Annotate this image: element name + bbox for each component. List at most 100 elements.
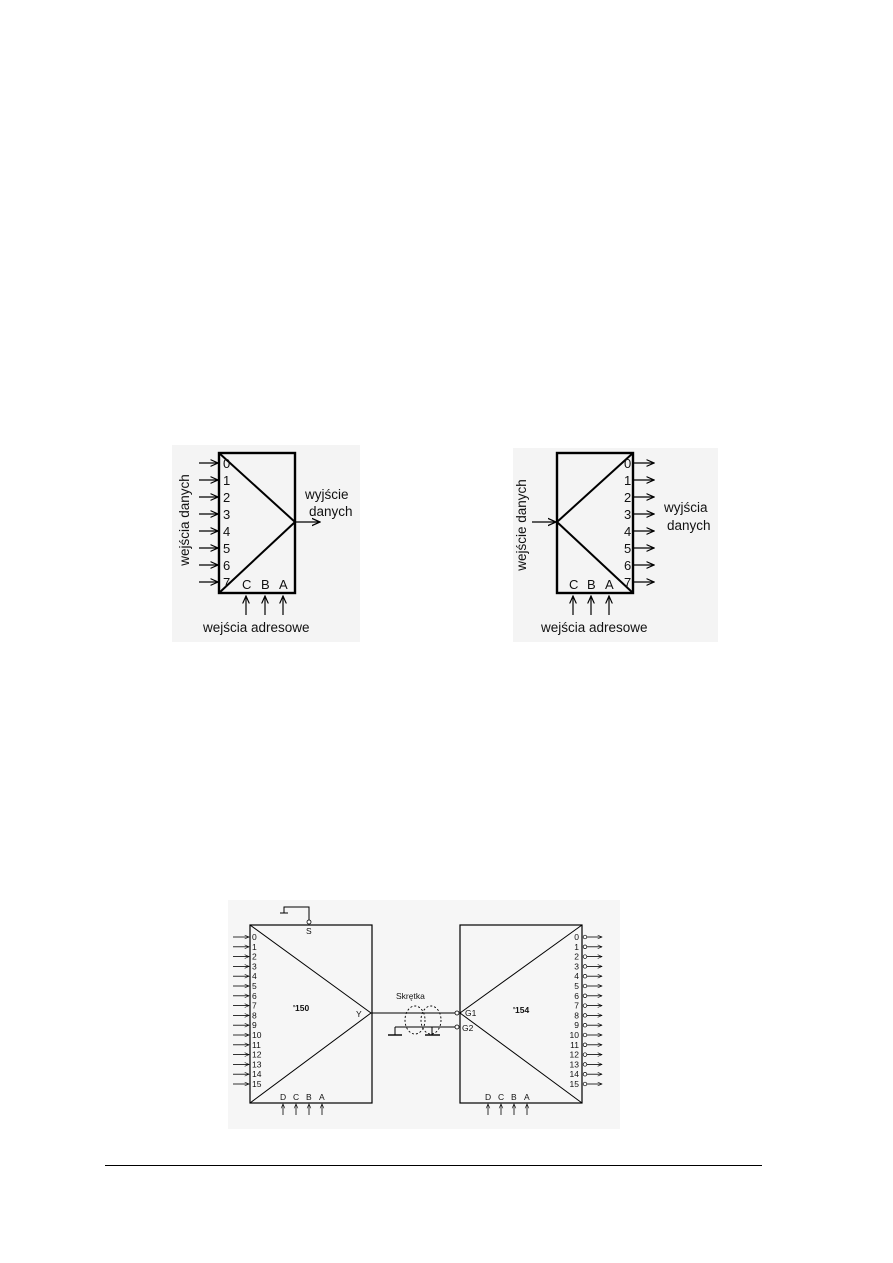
demux-output-label: 4 — [624, 524, 631, 539]
chip-154-output-label: 11 — [570, 1040, 579, 1050]
demux-address-label: wejścia adresowe — [540, 620, 648, 635]
chip-150-name: '150 — [293, 1003, 309, 1013]
chip-154-output-bubble — [582, 1003, 588, 1008]
chip-154-g1-label: G1 — [465, 1008, 477, 1018]
mux-address-letter: A — [279, 577, 288, 592]
chip-154-output-label: 1 — [574, 942, 579, 952]
mux-input-label: 3 — [223, 507, 230, 522]
chip-154-output-label: 7 — [574, 1001, 579, 1011]
demux-address-letter: B — [587, 577, 596, 592]
chip-154-output-bubble — [582, 934, 588, 940]
chip-154-block — [459, 924, 583, 1104]
chip-154-output-bubble — [582, 983, 588, 989]
cable-label: Skrętka — [396, 991, 425, 1001]
chip-154-output-label: 12 — [570, 1050, 580, 1060]
mux-output-label-line2: danych — [309, 504, 353, 519]
demux-output-label: 2 — [624, 490, 631, 505]
chip-154-output-label: 3 — [574, 961, 579, 971]
chip-150-diagonal-top — [249, 924, 372, 1014]
mux-address-label: wejścia adresowe — [202, 620, 310, 635]
demux-output-label: 3 — [624, 507, 631, 522]
chip-154-diagonal-top — [459, 924, 583, 1014]
chip-154-output-bubble — [582, 1072, 588, 1077]
mux-input-label: 4 — [223, 524, 230, 539]
chip-154-output-bubble — [582, 954, 588, 959]
mux-input-label: 0 — [223, 456, 230, 471]
footer-rule — [105, 1165, 762, 1166]
chip-150-address-letter: A — [319, 1092, 325, 1102]
chip-154-diagonal-bottom — [459, 1012, 583, 1104]
chip-154-output-bubble — [582, 1042, 588, 1047]
mux-inputs-label: wejścia danych — [177, 474, 192, 567]
mux-input-label: 6 — [223, 558, 230, 573]
chip-154-address-letter: B — [511, 1092, 517, 1102]
chip-154-output-label: 8 — [574, 1010, 579, 1020]
chip-150-input-label: 11 — [252, 1040, 261, 1050]
mux-diagonal-top — [218, 452, 296, 523]
chip-154-output-label: 2 — [574, 952, 579, 962]
chip-154-output-bubble — [582, 1062, 588, 1067]
demux-address-letter: C — [569, 577, 578, 592]
chip-150-input-label: 7 — [252, 1001, 257, 1011]
demux-output-label: 0 — [624, 456, 631, 471]
chip-154-output-bubble — [582, 1052, 588, 1057]
chip-150-input-label: 10 — [252, 1030, 262, 1040]
g2-inversion-bubble — [454, 1024, 460, 1030]
cable-shield-right — [420, 1005, 442, 1035]
mux-address-letter: C — [242, 577, 251, 592]
demux-diagonal-bottom — [556, 521, 634, 594]
demux-address-letter: A — [605, 577, 614, 592]
chip-150-input-label: 6 — [252, 991, 257, 1001]
chip-154-address-letter: C — [498, 1092, 504, 1102]
cable-shield-left — [404, 1005, 426, 1035]
strobe-ground-symbol — [283, 906, 310, 921]
demux-input-label: wejście danych — [514, 479, 529, 572]
mux-output-label-line1: wyjście — [304, 487, 349, 502]
chip-154-output-label: 5 — [574, 981, 579, 991]
chip-154-output-label: 10 — [570, 1030, 580, 1040]
chip-150-input-label: 4 — [252, 971, 257, 981]
chip-150-input-label: 12 — [252, 1050, 262, 1060]
chip-150-address-letter: B — [306, 1092, 312, 1102]
chip-150-input-label: 5 — [252, 981, 257, 991]
chip-154-name: '154 — [513, 1005, 529, 1015]
chip-150-input-label: 15 — [252, 1079, 262, 1089]
chip-150-input-label: 0 — [252, 932, 257, 942]
chip-154-address-letter: D — [485, 1092, 491, 1102]
chip-150-input-label: 13 — [252, 1059, 262, 1069]
chip-150-input-label: 1 — [252, 942, 257, 952]
demux-output-label: 5 — [624, 541, 631, 556]
mux-diagonal-bottom — [218, 521, 296, 594]
mux-input-label: 7 — [223, 575, 230, 590]
chip-154-output-label: 6 — [574, 991, 579, 1001]
chip-154-output-bubble — [582, 1023, 588, 1028]
figure-background — [513, 448, 718, 642]
demux-output-label: 7 — [624, 575, 631, 590]
chip-154-output-bubble — [582, 1081, 588, 1087]
chip-150-input-label: 9 — [252, 1020, 257, 1030]
chip-150-output-label: Y — [356, 1009, 362, 1019]
chip-154-output-label: 9 — [574, 1020, 579, 1030]
chip-150-input-label: 3 — [252, 961, 257, 971]
chip-154-output-bubble — [582, 974, 588, 979]
mux-input-label: 2 — [223, 490, 230, 505]
chip-150-input-label: 8 — [252, 1010, 257, 1020]
chip-154-output-bubble — [582, 1032, 588, 1038]
mux-input-label: 5 — [223, 541, 230, 556]
mux-input-label: 1 — [223, 473, 230, 488]
strobe-inversion-bubble — [306, 919, 312, 925]
chip-154-output-bubble — [582, 993, 588, 998]
chip-150-diagonal-bottom — [249, 1012, 372, 1104]
demux-output-label: 6 — [624, 558, 631, 573]
mux-inputs: 0 1 2 3 4 5 6 7 — [199, 456, 230, 590]
